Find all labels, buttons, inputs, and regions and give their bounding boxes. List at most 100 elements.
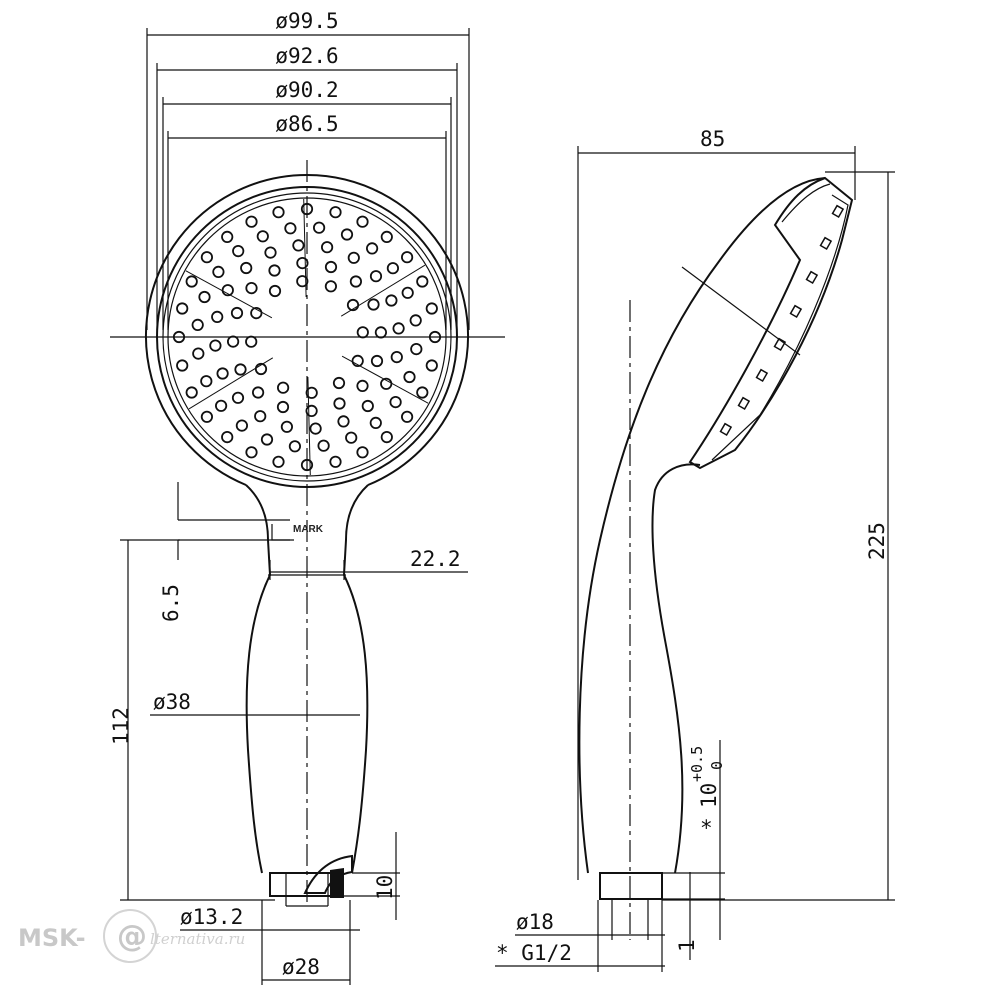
nozzle — [410, 342, 423, 356]
nozzle — [254, 362, 268, 376]
nozzle — [361, 399, 374, 413]
nozzle — [347, 251, 360, 264]
face-ring-inner — [167, 197, 447, 477]
nozzle — [385, 294, 398, 307]
nozzle — [425, 302, 438, 315]
dim-head-depth: 85 — [700, 127, 725, 151]
nozzle — [400, 251, 414, 264]
side-front-edge — [651, 463, 701, 874]
dim-outlet-diameter: ø18 — [516, 910, 554, 934]
side-nozzle — [819, 236, 833, 250]
dim-small-step: 1 — [675, 939, 699, 952]
watermark-at-ring — [103, 909, 157, 963]
nozzle — [386, 262, 399, 275]
nozzle — [272, 455, 285, 468]
nozzle — [230, 306, 244, 320]
side-connector — [599, 872, 663, 900]
nozzle — [191, 318, 204, 331]
nozzle — [235, 419, 248, 432]
nozzle — [288, 440, 301, 453]
nozzle — [365, 242, 379, 255]
nozzle-divider — [341, 355, 429, 404]
nozzle — [209, 339, 222, 352]
nozzle — [370, 354, 384, 368]
dim-connector-outer: ø28 — [282, 955, 320, 979]
nozzle — [231, 391, 245, 404]
nozzle — [296, 256, 309, 270]
nozzle — [276, 400, 290, 414]
nozzle — [192, 347, 205, 360]
nozzle — [254, 410, 267, 423]
outlet-dimensions: ø18 * G1/2 1 — [495, 872, 699, 972]
nozzle — [392, 322, 405, 335]
nozzle — [309, 422, 322, 435]
head-axis — [681, 266, 801, 356]
nozzle — [268, 264, 281, 277]
nozzle — [212, 265, 225, 278]
nozzle — [333, 397, 346, 410]
nozzle — [403, 370, 416, 384]
dim-handle-length: 112 — [109, 707, 133, 745]
nozzle — [272, 206, 285, 219]
side-nozzle — [773, 337, 787, 351]
brand-logo: MARK — [271, 524, 324, 541]
nozzle — [416, 275, 429, 288]
dim-thread-length: 10 — [697, 783, 721, 808]
nozzle — [221, 284, 234, 297]
nozzle — [252, 386, 265, 399]
watermark: MSK- @ lternativa.ru — [18, 909, 245, 963]
connector-dimensions: 10 ø13.2 ø28 — [180, 832, 400, 985]
nozzle — [234, 363, 247, 376]
dim-connector-height: 10 — [373, 875, 397, 900]
nozzle — [346, 298, 360, 312]
nozzle — [345, 431, 358, 444]
total-length-dimension: 225 — [662, 171, 895, 901]
nozzle — [284, 222, 297, 235]
neck-right-edge — [345, 484, 369, 541]
nozzle — [185, 275, 198, 288]
dim-thread-tol-upper: +0.5 — [688, 746, 706, 782]
nozzle-divider — [185, 270, 273, 319]
nozzle — [292, 239, 305, 252]
nozzle — [349, 275, 362, 288]
nozzle — [305, 404, 318, 417]
hook-shadow — [330, 868, 344, 898]
nozzle — [389, 395, 402, 409]
side-view: 85 225 10 +0.5 0 * ø18 * G1/2 — [495, 127, 895, 972]
nozzle — [409, 314, 422, 327]
diameter-dimensions: ø99.5 ø92.6 ø90.2 ø86.5 — [146, 9, 470, 330]
face-ring-outer — [156, 186, 458, 488]
dim-d92-6: ø92.6 — [275, 44, 338, 68]
nozzle — [176, 359, 189, 372]
nozzle — [198, 290, 211, 304]
nozzle-divider — [188, 357, 274, 410]
handle-dimensions: 6.5 112 ø38 — [109, 482, 360, 901]
dim-connector-inner: ø13.2 — [180, 905, 243, 929]
side-head-top — [781, 183, 831, 223]
nozzle — [401, 286, 414, 299]
nozzle — [276, 381, 290, 394]
nozzle — [320, 241, 334, 254]
dim-d99-5: ø99.5 — [275, 9, 338, 33]
handle-left-edge — [245, 539, 272, 874]
nozzle — [369, 416, 382, 429]
nozzle — [296, 275, 309, 288]
nozzle — [305, 386, 318, 399]
thread-asterisk: * — [700, 816, 713, 840]
side-nozzle — [755, 368, 769, 382]
nozzle — [245, 335, 258, 348]
side-nozzle — [719, 422, 733, 436]
nozzle — [264, 246, 277, 259]
nozzle — [256, 230, 269, 243]
nozzle — [380, 230, 393, 243]
dim-thread-tol-lower: 0 — [708, 761, 726, 770]
logo-bracket — [271, 524, 294, 541]
nozzle — [390, 350, 403, 364]
nozzle — [221, 230, 234, 243]
side-nozzle — [831, 204, 845, 218]
nozzle — [268, 284, 282, 298]
dim-d90-2: ø90.2 — [275, 78, 338, 102]
dim-d86-5: ø86.5 — [275, 112, 338, 136]
nozzle — [369, 270, 383, 283]
